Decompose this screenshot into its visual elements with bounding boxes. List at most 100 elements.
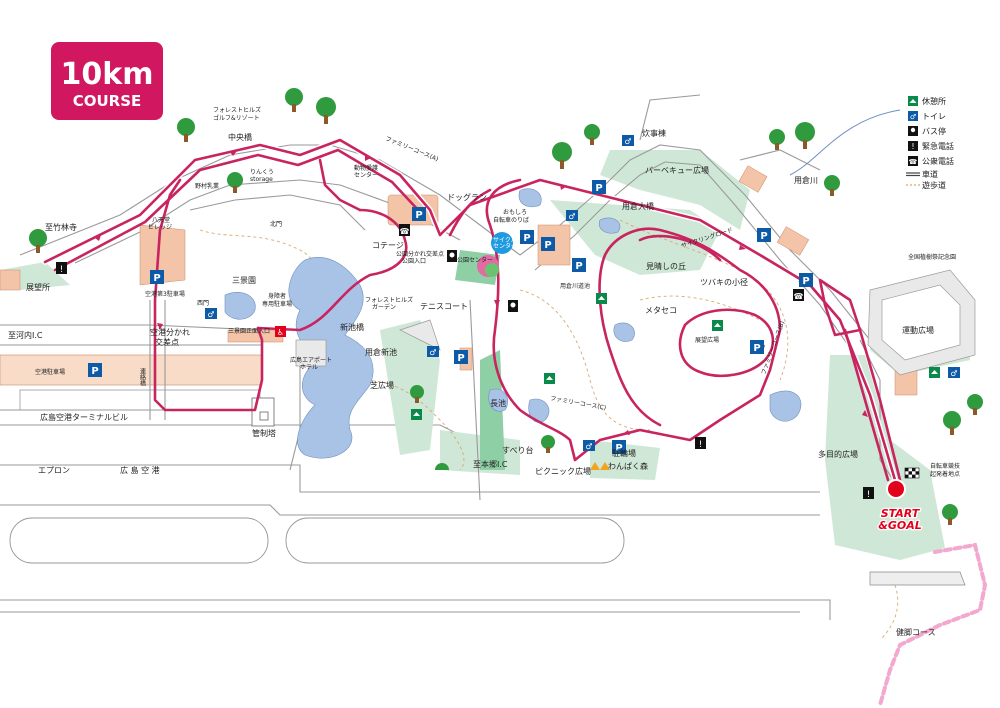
parking-icon: P [520,230,534,244]
legend: 休憩所 ♂ トイレ バス停 ! 緊急電話 ☎ 公衆電話 車道 遊歩道 [906,96,954,190]
label-wanpaku-mori: わんぱく森 [608,461,648,471]
label-airport-lot3: 空港第3駐車場 [145,290,185,298]
parking-icon: P [88,363,102,377]
label-nomura-dairy: 野村乳業 [195,182,219,190]
tree-icon [316,97,336,124]
tree-icon [410,385,424,403]
label-family-course-a: ファミリーコース(A) [384,135,439,163]
label-sports-plaza: 運動広場 [902,325,934,335]
parking-icon: P [750,340,764,354]
tree-icon [967,394,983,415]
toilet-icon: ♂ [583,440,595,451]
svg-text:P: P [595,183,602,194]
svg-text:P: P [802,276,809,287]
label-park-entrance: 公園分かれ交差点公園入口 [396,250,444,265]
race-course [42,137,902,483]
svg-text:!: ! [867,490,871,500]
label-cycle-center: サイクルセンター [493,237,517,250]
tree-icon [552,142,572,169]
label-terminal-building: 広島空港ターミナルビル [40,412,128,422]
legend-toilet: ♂ トイレ [908,111,946,121]
start-goal-marker: START &GOAL [877,479,923,533]
footpaths [199,219,899,641]
label-shikochi-ic: 至河内I.C [8,330,43,340]
label-hiroshima-airport: 広 島 空 港 [120,465,160,475]
playground-icon [590,462,610,470]
rest-area-icon [929,367,940,378]
label-family-course-c: ファミリーコース(C) [550,395,607,412]
public-phone-icon: ☎ [793,289,804,301]
label-airport-parking: 空港駐車場 [35,368,65,376]
label-multi-plaza: 多目的広場 [818,449,858,459]
label-national-tree-memorial: 全国植樹祭記念園 [908,253,956,261]
course-badge: 10km COURSE [51,42,163,120]
goal-label: &GOAL [878,519,922,532]
label-miharashi-hill: 見晴しの丘 [646,261,686,271]
label-chouike: 長池 [490,398,506,408]
svg-text:♂: ♂ [585,442,592,451]
tree-icon [227,172,243,193]
label-bbq-plaza: バーベキュー広場 [645,165,709,175]
emergency-phone-icon: ! [56,262,67,275]
airport-area [0,324,966,620]
parking-icon: P [757,228,771,242]
label-yokura-bridge: 用倉大橋 [622,201,654,211]
label-bike-race-start: 自転車競技起発着地点 [930,462,960,478]
legend-bus-stop: バス停 [908,126,946,136]
tree-icon [943,411,961,435]
label-jogging-course: 健脚コース [896,627,936,637]
svg-text:P: P [544,240,551,251]
parking-icon: P [799,273,813,287]
tree-icon [285,88,303,112]
tree-icon [29,229,47,253]
toilet-icon: ♂ [622,135,634,146]
rest-area-icon [712,320,723,331]
label-tenbou-plaza: 展望広場 [695,336,719,344]
label-airport-hotel: 広島エアポートホテル [290,356,332,371]
tree-icon [584,124,600,145]
svg-text:休憩所: 休憩所 [922,96,946,106]
cycle-center-icon [491,232,513,254]
label-cottage: コテージ [372,241,404,250]
svg-text:P: P [760,231,767,242]
label-family-course-b: ファミリーコース(B) [760,320,786,375]
label-omoshiro-bike: おもしろ自転車のりば [493,209,529,224]
svg-text:♂: ♂ [207,310,214,319]
rest-area-icon [544,373,555,384]
course-distance: 10km [61,57,154,92]
toilet-icon: ♂ [205,308,217,319]
parking-icon: P [412,207,426,221]
park-center-icon [477,255,499,277]
ponds [224,188,802,459]
parking-icons: P P P P P P P P P P P P [88,180,813,454]
label-dog-run: ドッグラン [447,192,487,202]
svg-text:バス停: バス停 [922,126,946,136]
label-park-center: 公園センター [457,256,493,264]
roads [19,94,901,501]
label-kita-mon: 北門 [270,220,282,228]
label-animal-center: 動物愛護センター [354,164,378,179]
svg-text:緊急電話: 緊急電話 [922,141,954,151]
svg-text:!: ! [911,142,914,151]
label-forest-hills-garden: フォレストヒルズガーデン [365,296,413,311]
svg-text:車道: 車道 [922,169,938,179]
emergency-phone-icon: ! [863,487,874,500]
bus-stop-icon [447,250,457,262]
tree-icon [795,122,815,149]
svg-text:P: P [523,233,530,244]
bus-stop-icon [508,300,518,312]
svg-text:P: P [457,353,464,364]
svg-text:♂: ♂ [910,113,916,121]
svg-text:P: P [153,273,160,284]
svg-text:P: P [575,261,582,272]
legend-footpath: 遊歩道 [906,180,946,190]
tree-icon [769,129,785,150]
svg-text:!: ! [60,265,64,275]
jogging-course-line [878,542,988,707]
label-picnic-plaza: ピクニック広場 [535,466,591,476]
tree-icon [177,118,195,142]
parking-icon: P [612,440,626,454]
tree-icon [942,504,958,525]
